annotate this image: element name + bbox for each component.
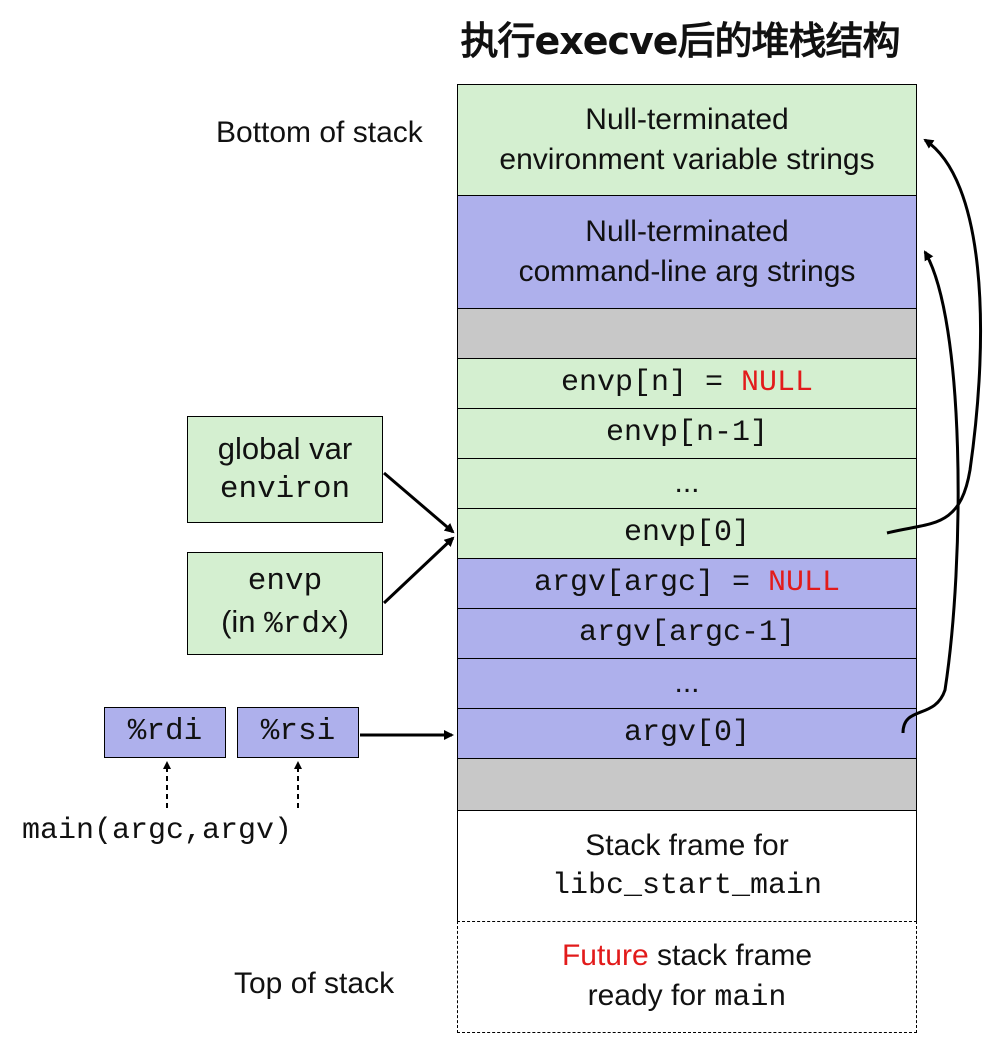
future-frame-line1: Future stack frame xyxy=(562,936,812,977)
global-var-environ-box: global var environ xyxy=(187,416,383,523)
rdx-register: %rdx xyxy=(264,607,339,642)
rsi-register-box: %rsi xyxy=(237,707,359,758)
future-word: Future xyxy=(561,938,649,972)
argv-null-value: NULL xyxy=(768,566,841,601)
future-frame-line2: ready for main xyxy=(588,976,787,1019)
envp-n-label: envp[n] = xyxy=(560,366,741,401)
rdi-register-box: %rdi xyxy=(104,707,226,758)
env-strings-line2: environment variable strings xyxy=(499,143,875,176)
main-word: main xyxy=(714,981,787,1015)
envp-n1-label: envp[n-1] xyxy=(605,416,769,451)
argv-0-cell: argv[0] xyxy=(457,708,917,759)
argv-argc-cell: argv[argc] = NULL xyxy=(457,558,917,609)
envp-n1-cell: envp[n-1] xyxy=(457,408,917,459)
argv0-to-arg-strings-arrow xyxy=(901,250,960,734)
envp-null-value: NULL xyxy=(741,366,814,401)
envp-label: envp xyxy=(247,563,323,599)
arg-strings-line1: Null-terminated xyxy=(585,214,789,248)
envp-0-label: envp[0] xyxy=(623,516,751,551)
envp-ellipsis-cell: ... xyxy=(457,458,917,509)
in-rdx-line: (in %rdx) xyxy=(221,602,349,645)
env-strings-line1: Null-terminated xyxy=(585,102,789,136)
diagram-title: 执行execve后的堆栈结构 xyxy=(460,19,900,63)
global-var-label: global var xyxy=(217,431,353,467)
environ-label: environ xyxy=(219,471,351,507)
main-call-label: main(argc,argv) xyxy=(22,814,293,848)
argv-0-label: argv[0] xyxy=(623,716,751,751)
libc-frame-line2: libc_start_main xyxy=(551,869,823,903)
in-open: (in xyxy=(221,604,265,639)
envp-0-cell: envp[0] xyxy=(457,508,917,559)
envp-rdx-box: envp (in %rdx) xyxy=(187,552,383,655)
libc-frame-line1: Stack frame for xyxy=(585,828,789,862)
rdi-label: %rdi xyxy=(127,714,203,750)
envp-to-envp0-arrow xyxy=(382,536,455,605)
arg-strings-cell: Null-terminated command-line arg strings xyxy=(457,195,917,309)
envp-n-text: envp[n] = NULL xyxy=(561,363,813,404)
bottom-of-stack-label: Bottom of stack xyxy=(216,116,423,149)
libc-frame-cell: Stack frame for libc_start_main xyxy=(457,810,917,922)
envp0-to-env-strings-arrow xyxy=(886,138,983,535)
env-strings-cell: Null-terminated environment variable str… xyxy=(457,84,917,196)
arg-strings-line2: command-line arg strings xyxy=(518,255,856,288)
argv-argc1-cell: argv[argc-1] xyxy=(457,608,917,659)
in-close: ) xyxy=(338,604,349,639)
envp-ellipsis: ... xyxy=(674,466,700,500)
argv-argc1-label: argv[argc-1] xyxy=(578,616,796,651)
padding-cell-lower xyxy=(457,758,917,811)
future-rest: stack frame xyxy=(648,938,813,972)
argv-ellipsis-cell: ... xyxy=(457,658,917,709)
top-of-stack-label: Top of stack xyxy=(234,967,395,1000)
future-frame-cell: Future stack frame ready for main xyxy=(457,921,917,1033)
rsi-label: %rsi xyxy=(260,714,336,750)
ready-for-text: ready for xyxy=(587,979,715,1012)
argv-argc-label: argv[argc] = xyxy=(533,566,769,601)
argv-argc-text: argv[argc] = NULL xyxy=(534,563,840,604)
environ-to-envp0-arrow xyxy=(383,471,455,534)
argv-ellipsis: ... xyxy=(674,666,700,700)
